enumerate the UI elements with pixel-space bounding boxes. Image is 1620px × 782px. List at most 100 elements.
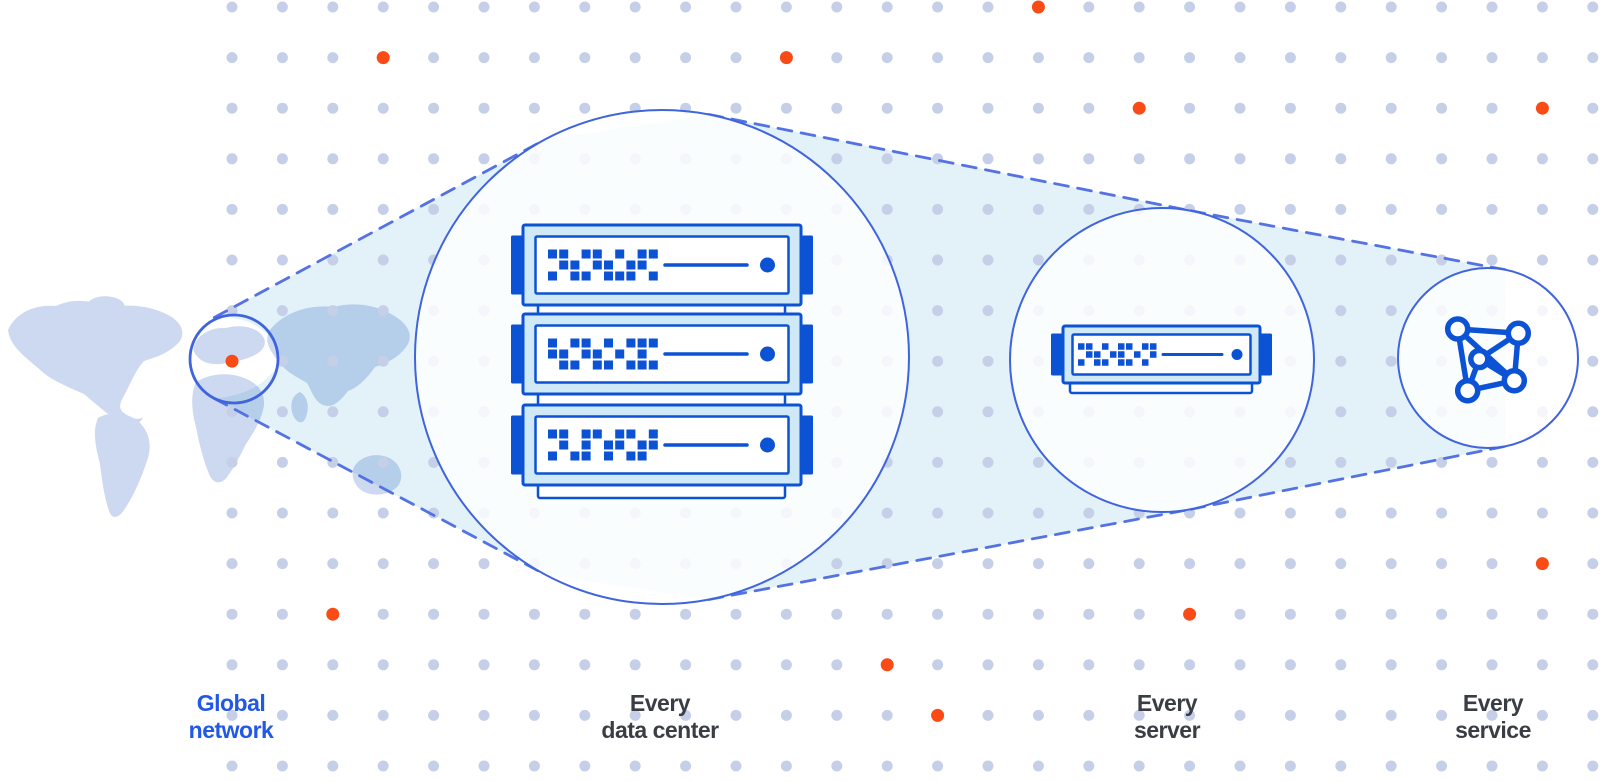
indicator-led xyxy=(1142,359,1149,366)
grid-dot xyxy=(1385,760,1397,772)
grid-dot xyxy=(1032,102,1044,114)
grid-dot xyxy=(1083,709,1095,721)
grid-dot xyxy=(881,507,893,519)
grid-dot xyxy=(428,102,440,114)
grid-dot xyxy=(226,608,238,620)
grid-dot xyxy=(1385,102,1397,114)
grid-dot xyxy=(1486,608,1498,620)
indicator-led xyxy=(604,338,613,348)
label-every-service-line2: service xyxy=(1455,717,1531,743)
grid-dot xyxy=(276,558,288,570)
grid-dot xyxy=(1234,608,1246,620)
grid-dot xyxy=(881,608,893,620)
grid-dot xyxy=(327,52,339,64)
grid-dot xyxy=(730,659,742,671)
orange-accent-dot xyxy=(326,607,340,621)
indicator-led xyxy=(1110,351,1117,358)
label-every-server-line1: Every xyxy=(1137,690,1198,716)
orange-accent-dot xyxy=(880,658,894,672)
grid-dot xyxy=(1587,608,1599,620)
grid-dot xyxy=(377,355,389,367)
grid-dot xyxy=(327,1,339,13)
grid-dot xyxy=(1184,709,1196,721)
indicator-led xyxy=(604,451,613,461)
grid-dot xyxy=(982,254,994,266)
indicator-led xyxy=(1134,351,1141,358)
indicator-led xyxy=(648,249,658,259)
grid-dot xyxy=(1335,153,1347,165)
network-node xyxy=(1444,316,1471,342)
grid-dot xyxy=(982,153,994,165)
grid-dot xyxy=(1536,760,1548,772)
grid-dot xyxy=(982,760,994,772)
indicator-led xyxy=(1078,343,1085,350)
grid-dot xyxy=(1536,507,1548,519)
indicator-led xyxy=(1094,359,1101,366)
indicator-led xyxy=(592,249,602,259)
grid-dot xyxy=(226,102,238,114)
grid-dot xyxy=(1587,355,1599,367)
grid-dot xyxy=(932,203,944,215)
server-unit-icon xyxy=(1051,324,1272,395)
grid-dot xyxy=(1385,355,1397,367)
grid-dot xyxy=(932,52,944,64)
indicator-led xyxy=(648,338,658,348)
grid-dot xyxy=(1083,558,1095,570)
grid-dot xyxy=(831,1,843,13)
grid-dot xyxy=(276,305,288,317)
indicator-led xyxy=(1118,343,1125,350)
indicator-led xyxy=(1078,359,1085,366)
indicator-led xyxy=(548,338,557,348)
grid-dot xyxy=(1587,558,1599,570)
indicator-led xyxy=(637,440,647,450)
indicator-led xyxy=(615,349,625,359)
indicator-led xyxy=(1086,343,1093,350)
grid-dot xyxy=(1032,153,1044,165)
indicator-led xyxy=(604,440,613,450)
grid-dot xyxy=(276,507,288,519)
grid-dot xyxy=(1385,153,1397,165)
grid-dot xyxy=(1032,608,1044,620)
grid-dot xyxy=(327,102,339,114)
grid-dot xyxy=(226,52,238,64)
label-every-data-center-line2: data center xyxy=(601,717,719,743)
grid-dot xyxy=(327,558,339,570)
grid-dot xyxy=(1385,558,1397,570)
grid-dot xyxy=(1486,1,1498,13)
grid-dot xyxy=(1587,709,1599,721)
grid-dot xyxy=(881,203,893,215)
grid-dot xyxy=(932,1,944,13)
grid-dot xyxy=(730,760,742,772)
grid-dot xyxy=(528,709,540,721)
grid-dot xyxy=(377,1,389,13)
label-global-network-line2: network xyxy=(189,717,274,743)
dash-upper-mid xyxy=(707,113,1193,213)
label-global-network-line1: Global xyxy=(197,690,266,716)
network-graph-icon xyxy=(1444,316,1532,404)
grid-dot xyxy=(276,760,288,772)
grid-dot xyxy=(1133,659,1145,671)
grid-dot xyxy=(478,102,490,114)
network-node-center xyxy=(1468,347,1491,371)
grid-dot xyxy=(327,305,339,317)
indicator-led xyxy=(626,260,636,270)
grid-dot xyxy=(1083,52,1095,64)
grid-dot xyxy=(680,709,692,721)
grid-dot xyxy=(1536,608,1548,620)
grid-dot xyxy=(377,709,389,721)
grid-dot xyxy=(1436,608,1448,620)
dash-lower-mid xyxy=(707,507,1193,601)
indicator-led xyxy=(548,451,557,461)
grid-dot xyxy=(780,659,792,671)
grid-dot xyxy=(1234,102,1246,114)
grid-dot xyxy=(579,709,591,721)
grid-dot xyxy=(1536,1,1548,13)
grid-dot xyxy=(1133,52,1145,64)
grid-dot xyxy=(1486,760,1498,772)
grid-dot xyxy=(276,355,288,367)
server-faceplate xyxy=(534,415,790,475)
grid-dot xyxy=(1234,52,1246,64)
grid-dot xyxy=(1335,406,1347,418)
grid-dot xyxy=(1083,1,1095,13)
grid-dot xyxy=(1032,52,1044,64)
